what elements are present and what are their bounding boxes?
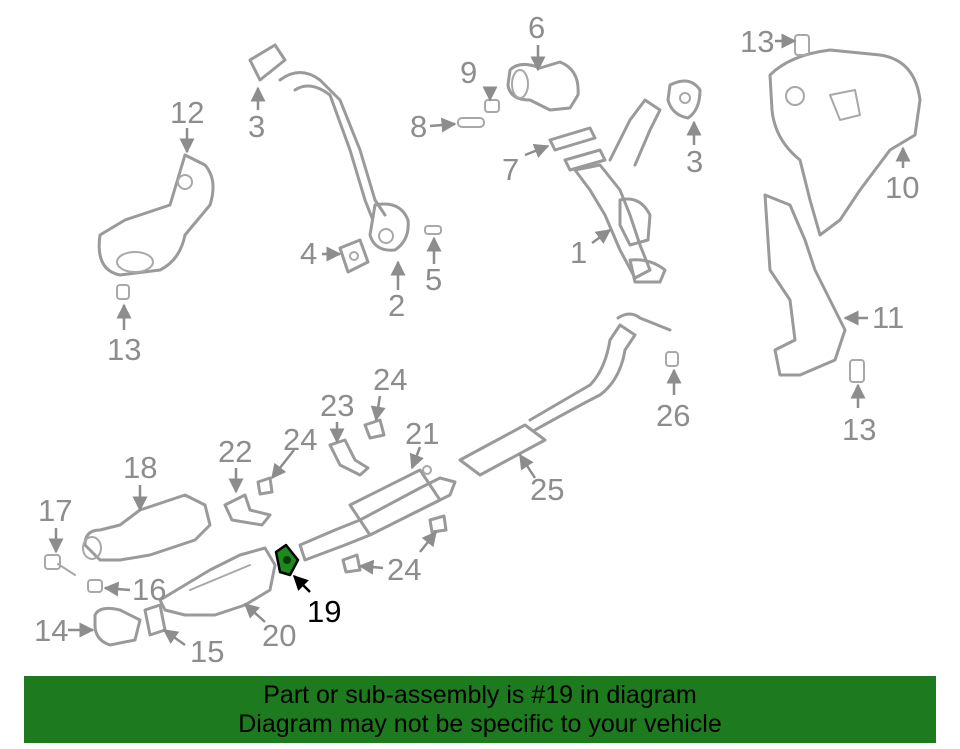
callout-19-highlighted: 19 [307,594,341,629]
banner-line-1: Part or sub-assembly is #19 in diagram [263,680,697,709]
callout-5: 5 [425,262,442,297]
callout-1: 1 [570,235,587,270]
part-23-hanger [328,438,370,477]
part-26-bolt [665,351,679,367]
callout-15: 15 [190,634,224,669]
callout-4: 4 [300,236,317,271]
part-18-converter [82,493,212,562]
part-19-gasket-highlighted [274,543,300,577]
callout-13-right: 13 [842,412,876,447]
callout-20: 20 [262,618,296,653]
callout-3-left: 3 [248,109,265,144]
callout-13-top: 13 [740,24,774,59]
callout-14: 14 [34,613,68,648]
part-25-rear-pipe [458,312,672,477]
callout-8: 8 [410,109,427,144]
callout-18: 18 [123,450,157,485]
part-3-gasket-right [666,79,702,120]
part-21-center-pipe [298,465,457,562]
part-6-flange-pipe [506,60,580,112]
callout-23: 23 [320,388,354,423]
callout-16: 16 [132,572,166,607]
callout-11: 11 [872,300,904,335]
callout-2: 2 [388,288,405,323]
callout-24-low: 24 [387,552,421,587]
part-2-front-pipe [248,43,410,252]
callout-25: 25 [530,472,564,507]
callout-24-top: 24 [373,362,407,397]
callout-21: 21 [405,416,439,451]
callout-10: 10 [885,170,919,205]
part-13-bolt-top [794,34,810,56]
callout-17: 17 [38,493,72,528]
part-16-nut [87,579,103,593]
callout-9: 9 [460,55,477,90]
part-20-converter-shield [158,546,277,617]
part-7-gaskets [548,126,607,172]
part-12-bracket [97,153,215,277]
part-4-gasket [338,238,370,274]
part-13-bolt-right [849,359,865,383]
callout-26: 26 [656,398,690,433]
exhaust-parts-diagram: 12 13 3 4 2 5 6 9 8 7 1 3 13 10 11 13 26… [34,10,922,669]
callout-7: 7 [502,152,519,187]
callout-labels: 12 13 3 4 2 5 6 9 8 7 1 3 13 10 11 13 26… [34,10,919,669]
banner-line-2: Diagram may not be specific to your vehi… [238,709,722,738]
info-banner: Part or sub-assembly is #19 in diagram D… [24,676,936,743]
callout-12: 12 [170,95,204,130]
leader-arrows [48,33,911,647]
callout-22: 22 [218,434,252,469]
callout-13-left: 13 [107,332,141,367]
part-15-gasket [143,603,167,637]
part-17-sensor [44,554,76,576]
part-22-hanger [223,493,272,527]
part-9-nut [484,99,500,113]
part-13-bolt-left [116,284,130,300]
part-1-y-pipe [573,98,667,284]
part-14-flange [93,606,142,647]
callout-6: 6 [528,10,545,45]
part-8-stud [457,117,485,128]
callout-24-mid: 24 [283,422,317,457]
part-11-lower-shield [763,193,847,377]
part-5-stud [424,225,442,235]
callout-3-right: 3 [686,144,703,179]
